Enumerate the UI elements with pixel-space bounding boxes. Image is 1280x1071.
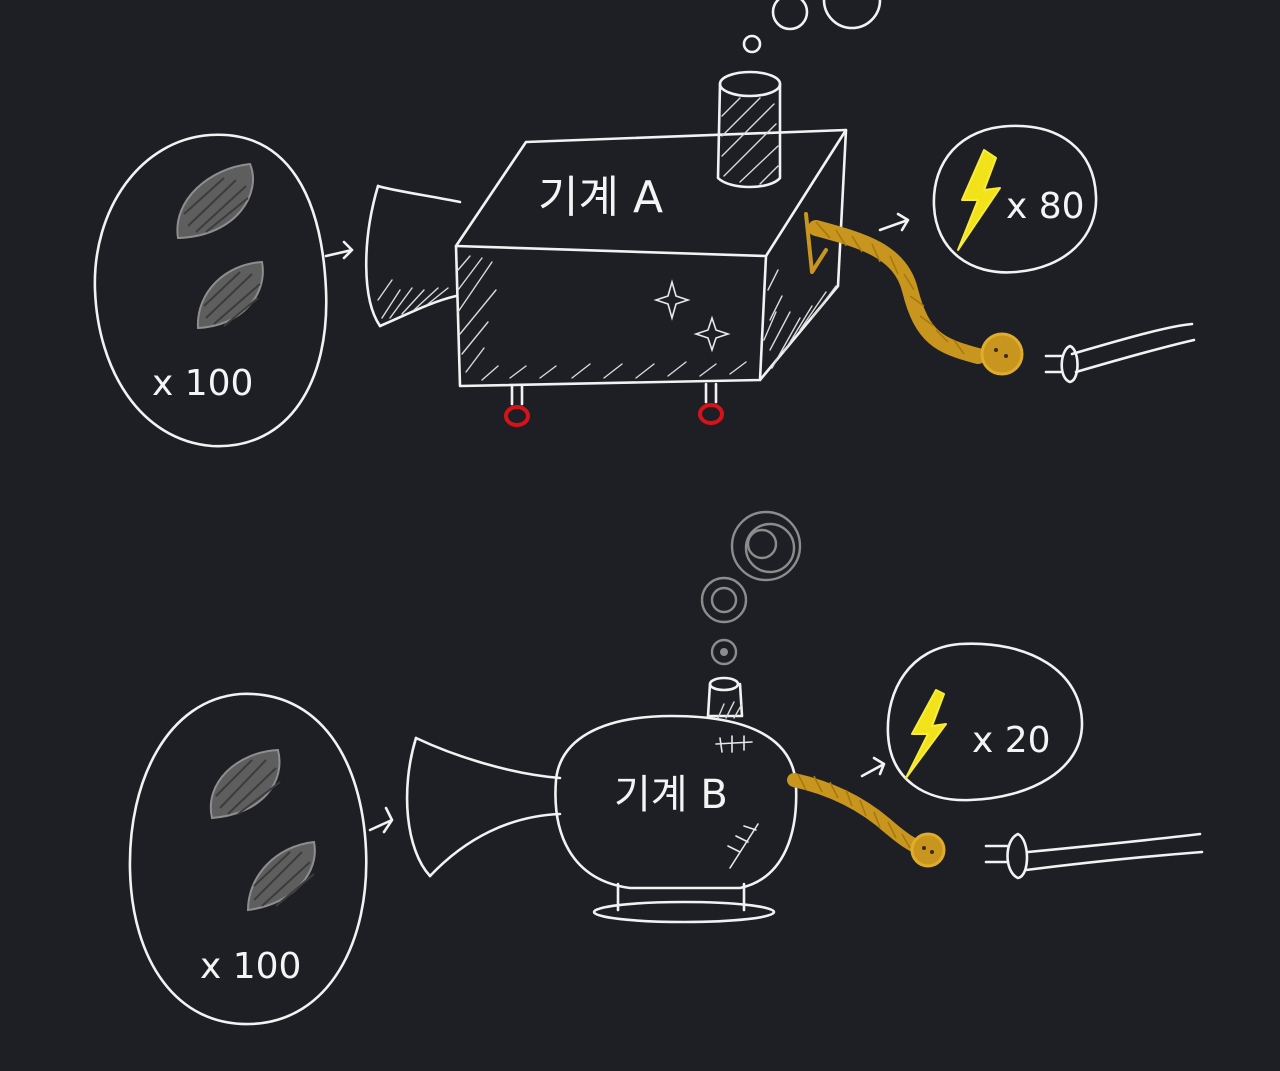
input-quantity-b: x 100 xyxy=(200,946,301,987)
power-cord-b xyxy=(794,774,944,866)
machine-a-body: 기계 A xyxy=(456,130,846,386)
machine-b-body: 기계 B xyxy=(555,716,796,888)
arrow-icon xyxy=(326,242,352,258)
lightning-icon xyxy=(906,690,946,778)
bean-icon xyxy=(248,842,315,910)
bean-icon xyxy=(211,750,280,818)
plug-socket xyxy=(982,334,1022,374)
output-bubble-a: x 80 xyxy=(934,126,1096,273)
smoke-clouds-b xyxy=(702,512,800,664)
arrow-icon xyxy=(370,808,392,832)
input-bubble-a: x 100 xyxy=(95,135,326,446)
output-quantity-a: x 80 xyxy=(1006,186,1085,227)
input-bubble-b: x 100 xyxy=(130,694,366,1024)
bean-icon xyxy=(198,262,263,328)
chimney-b xyxy=(708,678,742,718)
input-quantity-a: x 100 xyxy=(152,363,253,404)
wheels-a xyxy=(506,384,722,425)
steam-bubbles-a xyxy=(744,0,880,52)
plug-icon-b xyxy=(986,834,1202,878)
arrow-icon xyxy=(862,758,884,776)
bean-icon xyxy=(177,164,253,238)
machine-a-group: x 100 기계 A xyxy=(95,0,1194,446)
machine-a-label: 기계 A xyxy=(538,172,663,223)
stand-b xyxy=(594,884,774,922)
machine-b-label: 기계 B xyxy=(614,772,728,818)
plug-socket xyxy=(912,834,944,866)
hopper-a xyxy=(366,186,460,326)
chimney-a xyxy=(718,72,780,187)
lightning-icon xyxy=(958,150,1000,250)
arrow-icon xyxy=(880,214,908,230)
output-bubble-b: x 20 xyxy=(888,644,1082,800)
hopper-b xyxy=(407,738,560,876)
power-cord-a xyxy=(806,214,1022,374)
output-quantity-b: x 20 xyxy=(972,720,1051,761)
machine-b-group: x 100 기계 B xyxy=(130,512,1202,1024)
plug-icon-a xyxy=(1046,324,1194,382)
sparkle-icon xyxy=(656,282,728,350)
